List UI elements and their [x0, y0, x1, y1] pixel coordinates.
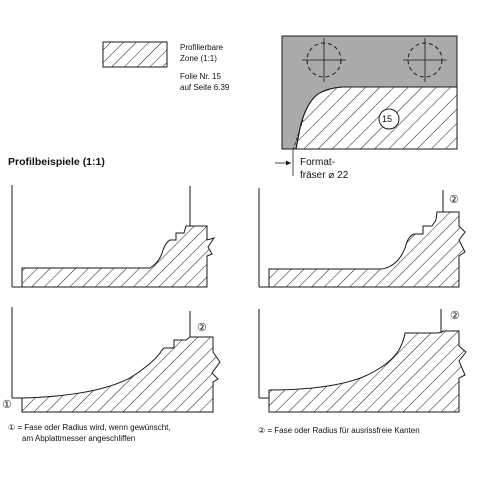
- profile-example-4: [258, 309, 467, 413]
- footnote-one-line1: ① = Fase oder Radius wird, wenn gewünsch…: [8, 423, 171, 432]
- tool-number: 15: [382, 114, 393, 124]
- profile-example-3: [11, 307, 221, 413]
- profilable-zone-legend-swatch: [102, 41, 168, 68]
- marker-two-example-2: ②: [449, 194, 459, 206]
- cutter-cross-section: [275, 35, 458, 176]
- zone-legend-line2: Zone (1:1): [180, 54, 217, 63]
- section-title: Profilbeispiele (1:1): [8, 156, 105, 168]
- profile-example-2: [258, 188, 466, 288]
- marker-one-example-3: ①: [2, 399, 12, 411]
- footnote-two: ② = Fase oder Radius für ausrissfreie Ka…: [258, 426, 420, 435]
- zone-legend-line1: Profilierbare: [180, 43, 224, 52]
- folie-reference-line2: auf Seite 6.39: [180, 83, 230, 92]
- tool-number-circle: [378, 108, 400, 130]
- footnote-one-line2: am Abplattmesser angeschliffen: [22, 434, 136, 443]
- formatfraeser-line2: fräser ⌀ 22: [300, 170, 349, 181]
- folie-reference-line1: Folie Nr. 15: [180, 72, 221, 81]
- formatfraeser-line1: Format-: [300, 157, 335, 168]
- profile-example-1: [11, 185, 216, 288]
- marker-two-example-4: ②: [450, 310, 460, 322]
- marker-two-example-3: ②: [197, 322, 207, 334]
